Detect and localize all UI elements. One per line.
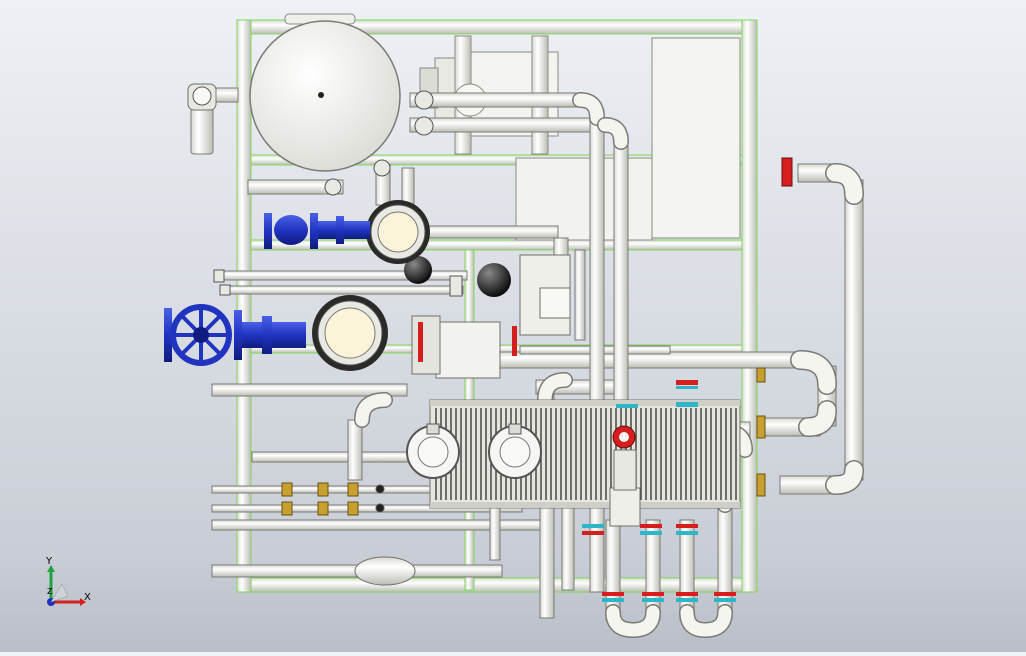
gauge-left [406,423,460,479]
expansion-ball-left [404,256,432,284]
y-axis-label: Y [45,556,53,567]
bottom-cylinder [354,556,416,586]
circulation-pump [411,254,571,379]
x-axis-label: X [84,592,91,603]
gaskets [418,322,736,602]
blue-valve-upper [264,213,370,249]
frame-mid-beam-2 [246,239,748,251]
small-fittings [213,90,463,513]
flange-disc-lower [312,295,388,371]
coordinate-triad: X Y Z [45,556,91,606]
expansion-ball-right [477,263,511,297]
plate-heat-exchanger [429,399,741,509]
frame-bottom-beam [236,577,758,593]
red-check-valve [609,425,641,527]
z-axis-label: Z [47,587,53,596]
bag-filter [187,83,239,155]
frame-right-post [741,19,758,593]
brass-fittings [281,157,793,516]
skid-frame [236,19,758,593]
blue-valve-lower [164,304,306,366]
frame-left-post [236,19,252,593]
gauge-right [488,423,542,479]
control-box [651,37,741,239]
storage-tank [249,13,401,172]
flange-disc-upper [366,200,430,264]
